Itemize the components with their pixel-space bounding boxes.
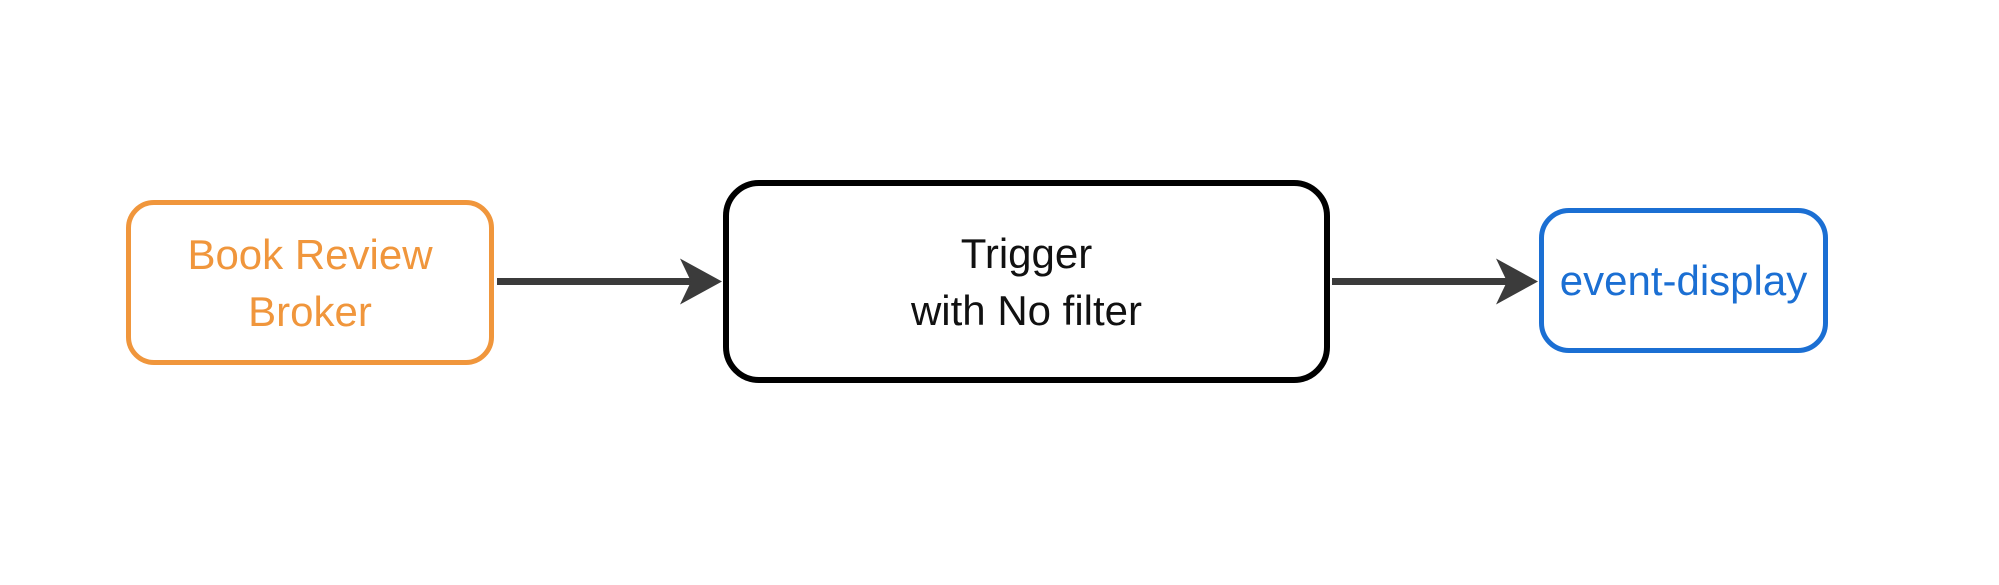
node-book-review-broker: Book Review Broker bbox=[126, 200, 494, 365]
node-label-line: event-display bbox=[1559, 257, 1808, 304]
node-label-line: Book Review bbox=[187, 230, 433, 278]
node-label-line: Broker bbox=[248, 287, 372, 335]
arrowhead-icon bbox=[680, 258, 722, 305]
node-label-line: Trigger bbox=[960, 229, 1093, 277]
node-event-display: event-display bbox=[1539, 208, 1828, 353]
edge-broker-to-trigger bbox=[497, 258, 722, 305]
edge-trigger-to-event-display bbox=[1332, 258, 1538, 305]
node-trigger-with-no-filter: Trigger with No filter bbox=[723, 180, 1330, 383]
arrowhead-icon bbox=[1496, 258, 1538, 305]
node-label-line: with No filter bbox=[910, 286, 1143, 334]
